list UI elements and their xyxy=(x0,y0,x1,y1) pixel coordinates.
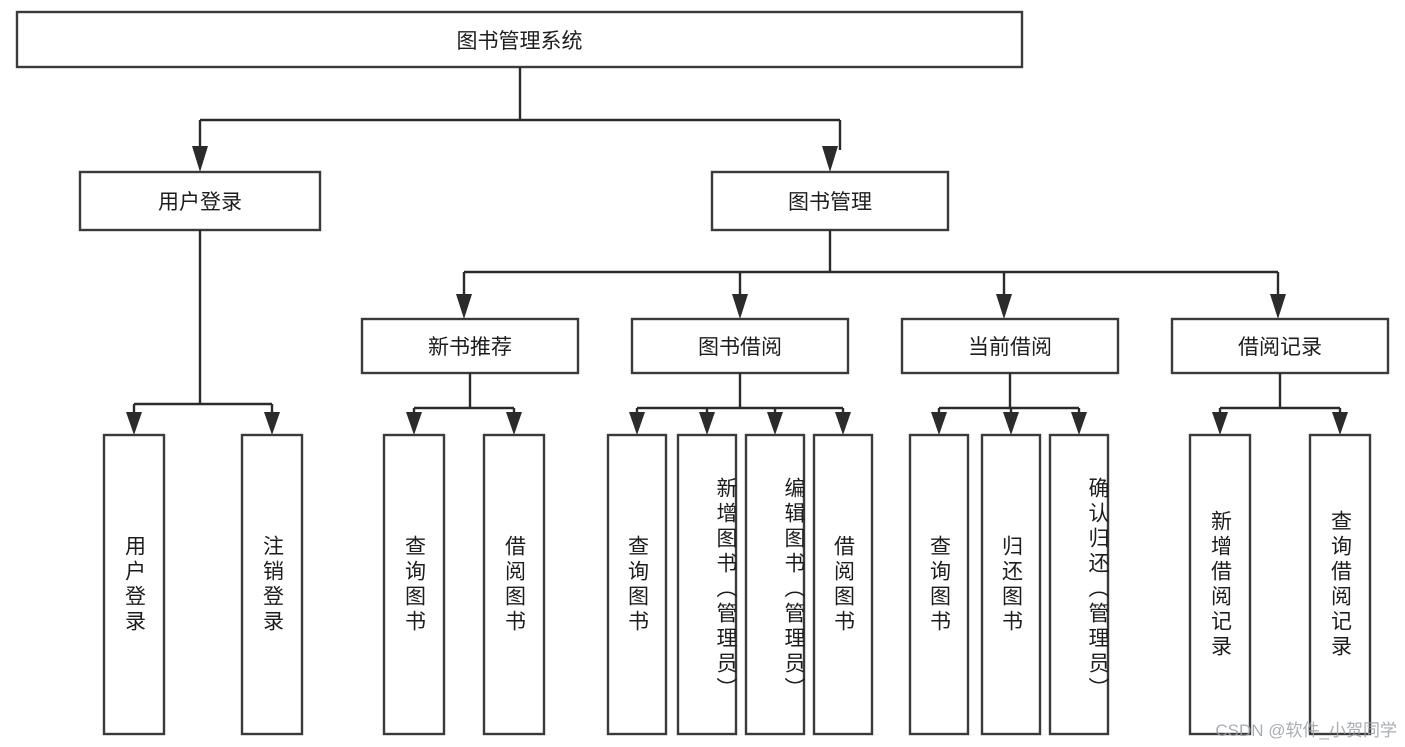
node-box-leaf-query-book-3[interactable] xyxy=(908,433,970,736)
arrowhead-icon xyxy=(1332,412,1348,435)
arrowhead-icon xyxy=(732,294,748,319)
node-box-leaf-add-book[interactable] xyxy=(676,433,738,736)
node-box-borrow-record[interactable] xyxy=(1170,317,1390,375)
node-box-leaf-query-book-2[interactable] xyxy=(606,433,668,736)
arrowhead-icon xyxy=(1003,412,1019,435)
node-box-leaf-borrow-book-2[interactable] xyxy=(812,433,874,736)
node-box-leaf-edit-book[interactable] xyxy=(744,433,806,736)
arrowhead-icon xyxy=(931,412,947,435)
arrowhead-icon xyxy=(699,412,715,435)
arrowhead-icon xyxy=(264,412,280,435)
node-box-book-management[interactable] xyxy=(710,170,950,232)
arrowhead-icon xyxy=(192,146,208,172)
node-box-leaf-logout[interactable] xyxy=(240,433,304,736)
node-box-leaf-query-record[interactable] xyxy=(1308,433,1372,736)
node-box-current-borrow[interactable] xyxy=(900,317,1120,375)
node-box-leaf-query-book-1[interactable] xyxy=(382,433,446,736)
connector-userlogin-to-leaves xyxy=(126,230,280,435)
arrowhead-icon xyxy=(1212,412,1228,435)
connector-bookmgmt-to-level3 xyxy=(456,230,1286,319)
connector-borrowrecord-to-leaves xyxy=(1212,373,1348,435)
arrowhead-icon xyxy=(629,412,645,435)
arrowhead-icon xyxy=(822,146,838,172)
connector-newbook-to-leaves xyxy=(406,373,522,435)
node-box-leaf-confirm-return[interactable] xyxy=(1048,433,1110,736)
node-box-leaf-add-record[interactable] xyxy=(1188,433,1252,736)
arrowhead-icon xyxy=(126,412,142,435)
arrowhead-icon xyxy=(835,412,851,435)
arrowhead-icon xyxy=(1071,412,1087,435)
arrowhead-icon xyxy=(996,294,1012,319)
arrowhead-icon xyxy=(456,294,472,319)
node-box-new-book-recommend[interactable] xyxy=(360,317,580,375)
node-box-leaf-user-login[interactable] xyxy=(102,433,166,736)
node-box-leaf-borrow-book-1[interactable] xyxy=(482,433,546,736)
arrowhead-icon xyxy=(1270,294,1286,319)
node-box-book-borrow[interactable] xyxy=(630,317,850,375)
watermark-text: CSDN @软件_小贺同学 xyxy=(1215,721,1397,740)
arrowhead-icon xyxy=(406,412,422,435)
node-box-leaf-return-book[interactable] xyxy=(980,433,1042,736)
node-box-user-login[interactable] xyxy=(78,170,322,232)
connector-bookborrow-to-leaves xyxy=(629,373,851,435)
connector-root-to-level2 xyxy=(192,67,842,172)
node-box-root[interactable] xyxy=(15,10,1024,69)
arrowhead-icon xyxy=(506,412,522,435)
arrowhead-icon xyxy=(767,412,783,435)
connector-currentborrow-to-leaves xyxy=(931,373,1087,435)
